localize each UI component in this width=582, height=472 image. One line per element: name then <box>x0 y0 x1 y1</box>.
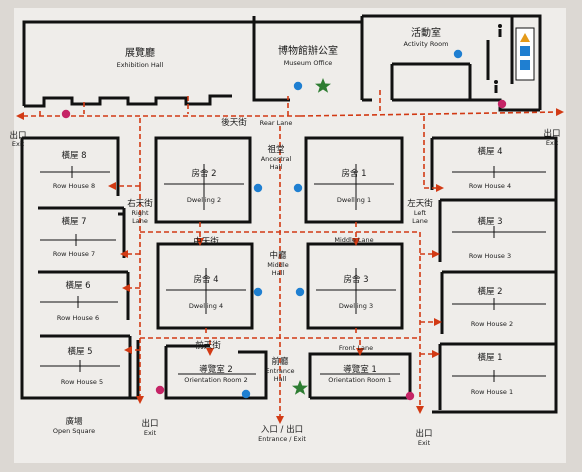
info-point-icon[interactable] <box>453 49 463 59</box>
entrance-hall-label-en2: Hall <box>274 375 287 383</box>
exhibition-hall-label: 展覽廳 <box>125 46 155 59</box>
main-entrance-label: 入口 / 出口 <box>261 424 303 435</box>
walls <box>20 14 558 414</box>
front-lane-label: 前天街 <box>195 340 221 351</box>
map-background <box>14 8 566 463</box>
info-point-icon[interactable] <box>295 287 305 297</box>
exit-west-label: 出口 <box>9 130 26 141</box>
row-house-7-label: 橫屋 7 <box>61 216 86 227</box>
activity-room-label: 活動室 <box>411 26 441 39</box>
emergency-point-icon[interactable] <box>61 109 71 119</box>
exit-se-label-en: Exit <box>418 439 431 447</box>
entrance-hall-label: 前廳 <box>271 356 289 367</box>
right-lane-label-en2: Lane <box>132 217 148 225</box>
main-entrance-label-en: Entrance / Exit <box>258 435 306 443</box>
open-square-label-en: Open Square <box>53 427 95 435</box>
row-house-5-label-en: Row House 5 <box>61 378 103 386</box>
dwelling-3-label: 房舍 3 <box>343 274 368 285</box>
open-square-label: 廣場 <box>65 416 83 427</box>
front-lane-label-en: Front Lane <box>339 344 373 352</box>
route-paths <box>16 90 564 424</box>
emergency-point-icon[interactable] <box>405 391 415 401</box>
middle-hall-label: 中廳 <box>269 250 287 261</box>
exit-east-label-en: Exit <box>546 139 559 147</box>
dwelling-4-label-en: Dwelling 4 <box>189 302 223 310</box>
toilet-icon <box>494 24 535 93</box>
dwelling-1-label: 房舍 1 <box>341 168 366 179</box>
emergency-point-icon[interactable] <box>497 99 507 109</box>
info-point-icon[interactable] <box>241 389 251 399</box>
row-house-3-label-en: Row House 3 <box>469 252 511 260</box>
info-point-icon[interactable] <box>293 81 303 91</box>
markers <box>61 24 535 401</box>
info-point-icon[interactable] <box>293 183 303 193</box>
row-house-2-label-en: Row House 2 <box>471 320 513 328</box>
row-house-3-label: 橫屋 3 <box>477 216 502 227</box>
row-house-6-label: 橫屋 6 <box>65 280 90 291</box>
entrance-hall-label-en1: Entrance <box>265 367 294 375</box>
orientation-room-2-label: 導覽室 2 <box>199 364 233 375</box>
orientation-room-1-label-en: Orientation Room 1 <box>328 376 391 384</box>
interior-lines <box>40 164 546 382</box>
emergency-point-icon[interactable] <box>155 385 165 395</box>
left-lane-label-en2: Lane <box>412 217 428 225</box>
row-house-1-label: 橫屋 1 <box>477 352 502 363</box>
exit-sw-label: 出口 <box>141 418 158 429</box>
activity-room-label-en: Activity Room <box>404 40 449 48</box>
left-lane-label: 左天街 <box>407 198 433 209</box>
row-house-6-label-en: Row House 6 <box>57 314 99 322</box>
museum-office-label: 博物館辦公室 <box>278 44 338 57</box>
route-rear-lane-east <box>299 108 564 117</box>
orientation-room-1-label: 導覽室 1 <box>343 364 377 375</box>
row-house-2-label: 橫屋 2 <box>477 286 502 297</box>
rear-lane-label-en: Rear Lane <box>260 119 293 127</box>
middle-hall-label-en1: Middle <box>267 261 288 269</box>
dwelling-3-label-en: Dwelling 3 <box>339 302 373 310</box>
orientation-room-2-label-en: Orientation Room 2 <box>184 376 247 384</box>
exit-sw-label-en: Exit <box>144 429 157 437</box>
exit-se-label: 出口 <box>415 428 432 439</box>
middle-lane-label: 中天街 <box>193 236 219 247</box>
ancestral-hall-label: 祖堂 <box>267 144 284 155</box>
museum-office-label-en: Museum Office <box>284 59 333 67</box>
info-point-icon[interactable] <box>253 287 263 297</box>
you-are-here-star-icon[interactable] <box>315 78 331 93</box>
right-lane-label-en1: Right <box>131 209 149 217</box>
dwelling-2-label-en: Dwelling 2 <box>187 196 221 204</box>
exhibition-hall-label-en: Exhibition Hall <box>117 61 164 69</box>
rear-lane-label: 後天街 <box>221 117 247 128</box>
right-lane-label: 右天街 <box>127 198 153 209</box>
exit-west-label-en: Exit <box>12 140 25 148</box>
info-point-icon[interactable] <box>253 183 263 193</box>
dwelling-1-label-en: Dwelling 1 <box>337 196 371 204</box>
row-house-1-label-en: Row House 1 <box>471 388 513 396</box>
ancestral-hall-label-en2: Hall <box>270 163 283 171</box>
dwelling-4-label: 房舍 4 <box>193 274 218 285</box>
labels: 展覽廳 Exhibition Hall 博物館辦公室 Museum Office… <box>9 26 560 447</box>
row-house-4-label-en: Row House 4 <box>469 182 511 190</box>
row-house-8-label: 橫屋 8 <box>61 150 86 161</box>
row-house-7-label-en: Row House 7 <box>53 250 95 258</box>
you-are-here-star-icon[interactable] <box>292 380 308 395</box>
ancestral-hall-label-en1: Ancestral <box>261 155 292 163</box>
middle-hall-label-en2: Hall <box>272 269 285 277</box>
row-house-5-label: 橫屋 5 <box>67 346 92 357</box>
exit-east-label: 出口 <box>543 128 560 139</box>
dwelling-2-label: 房舍 2 <box>191 168 216 179</box>
left-lane-label-en1: Left <box>414 209 427 217</box>
row-house-4-label: 橫屋 4 <box>477 146 502 157</box>
row-house-8-label-en: Row House 8 <box>53 182 95 190</box>
middle-lane-label-en: Middle Lane <box>334 236 373 244</box>
